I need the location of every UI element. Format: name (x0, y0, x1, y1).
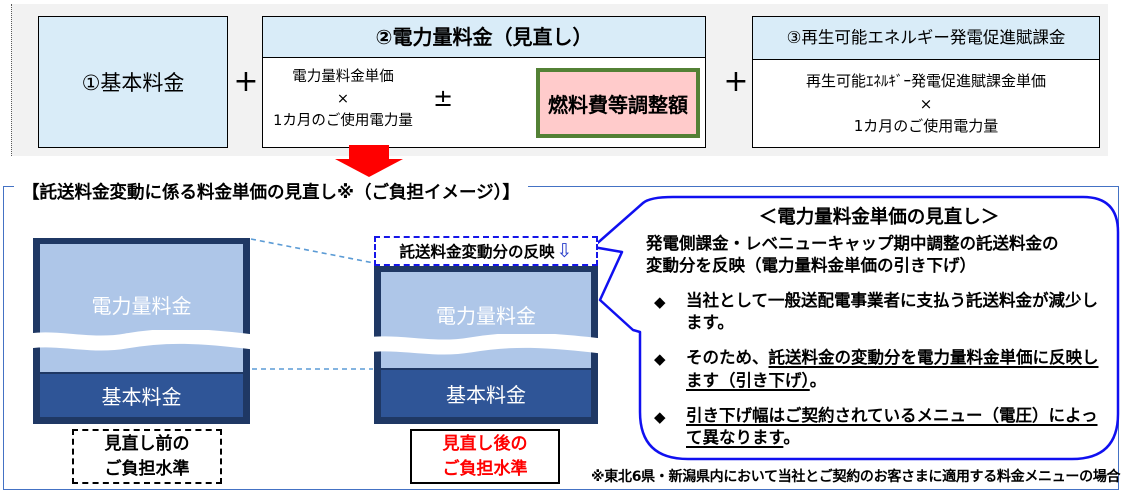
renewable-levy-formula: 再生可能ｴﾈﾙｷﾞｰ発電促進賦課金単価 × 1カ月のご使用電力量 (753, 60, 1099, 148)
callout-bullet-2: ◆ そのため、託送料金の変動分を電力量料金単価に反映します（引き下げ）。 (646, 347, 1112, 393)
red-down-arrow-head-icon (335, 159, 403, 177)
renewable-levy-box: ③再生可能エネルギー発電促進賦課金 再生可能ｴﾈﾙｷﾞｰ発電促進賦課金単価 × … (752, 16, 1100, 148)
callout-intro-line1: 発電側課金・レベニューキャップ期中調整の託送料金の (646, 234, 1059, 253)
plus-sign-2: + (723, 64, 749, 99)
multiply-sign-2: × (919, 94, 933, 113)
after-basic-label: 基本料金 (446, 383, 526, 407)
fuel-adjustment-box: 燃料費等調整額 (536, 68, 700, 138)
after-bar: 電力量料金 基本料金 (374, 266, 598, 424)
bullet-3-underlined: 引き下げ幅はご契約されているメニュー（電圧）によって異なります (686, 405, 1098, 448)
bullet-2-pre: そのため、 (686, 348, 769, 368)
bullet-2-text: そのため、託送料金の変動分を電力量料金単価に反映します（引き下げ）。 (686, 347, 1112, 393)
transmission-change-tag: 託送料金変動分の反映 ⇩ (374, 236, 598, 266)
before-basic-segment: 基本料金 (40, 374, 243, 417)
callout-title: ＜電力量料金単価の見直し＞ (758, 207, 1000, 228)
after-energy-segment: 電力量料金 (381, 272, 591, 368)
callout-bullets: ◆ 当社として一般送配電事業者に支払う託送料金が減少します。 ◆ そのため、託送… (646, 290, 1112, 451)
before-basic-label: 基本料金 (101, 385, 182, 409)
diamond-bullet-icon: ◆ (654, 350, 666, 369)
renewable-line1: 再生可能ｴﾈﾙｷﾞｰ発電促進賦課金単価 (805, 72, 1046, 91)
callout-intro-line2: 変動分を反映（電力量料金単価の引き下げ） (646, 256, 976, 276)
plus-minus-sign: ± (433, 84, 454, 112)
before-caption-box: 見直し前の ご負担水準 (72, 429, 222, 484)
bullet-3-post: 。 (783, 428, 800, 448)
energy-unit-price-formula: 電力量料金単価 × 1カ月のご使用電力量 (263, 67, 423, 132)
before-bar: 電力量料金 基本料金 (33, 238, 250, 424)
energy-fee-body: 電力量料金単価 × 1カ月のご使用電力量 ± 燃料費等調整額 (263, 58, 705, 148)
revision-section-heading: 【託送料金変動に係る料金単価の見直し※（ご負担イメージ）】 (14, 178, 528, 208)
after-energy-label: 電力量料金 (436, 304, 536, 328)
after-caption-line2: ご負担水準 (442, 458, 528, 479)
bullet-1-text: 当社として一般送配電事業者に支払う託送料金が減少します。 (686, 290, 1112, 336)
callout-bullet-1: ◆ 当社として一般送配電事業者に支払う託送料金が減少します。 (646, 290, 1112, 336)
fuel-adjustment-label: 燃料費等調整額 (548, 92, 688, 117)
renewable-line3: 1カ月のご使用電力量 (853, 117, 999, 136)
after-caption-box: 見直し後の ご負担水準 (410, 429, 560, 484)
down-white-arrow-icon: ⇩ (556, 239, 573, 262)
unit-price-line3: 1カ月のご使用電力量 (273, 112, 413, 129)
basic-fee-box: ①基本料金 (38, 16, 228, 148)
footnote: ※東北6県・新潟県内において当社とご契約のお客さまに適用する料金メニューの場合 (591, 469, 1121, 485)
before-caption-line1: 見直し前の (104, 433, 190, 454)
basic-fee-label: ①基本料金 (81, 71, 185, 95)
unit-price-line1: 電力量料金単価 (292, 69, 394, 85)
bullet-1-pre: 当社として一般送配電事業者に支払う託送料金が減少します。 (686, 290, 1099, 333)
before-energy-segment: 電力量料金 (40, 244, 243, 372)
diamond-bullet-icon: ◆ (654, 407, 666, 426)
energy-fee-title: ②電力量料金（見直し） (263, 17, 705, 58)
energy-fee-box: ②電力量料金（見直し） 電力量料金単価 × 1カ月のご使用電力量 ± 燃料費等調… (262, 16, 706, 148)
bullet-2-post: 。 (809, 370, 827, 390)
bullet-3-text: 引き下げ幅はご契約されているメニュー（電圧）によって異なります。 (686, 405, 1112, 451)
after-basic-segment: 基本料金 (381, 370, 591, 417)
multiply-sign: × (336, 90, 350, 107)
renewable-levy-title: ③再生可能エネルギー発電促進賦課金 (753, 17, 1099, 60)
after-caption-line1: 見直し後の (442, 433, 528, 454)
callout-bullet-3: ◆ 引き下げ幅はご契約されているメニュー（電圧）によって異なります。 (646, 405, 1112, 451)
callout-content: ＜電力量料金単価の見直し＞ 発電側課金・レベニューキャップ期中調整の託送料金の … (646, 203, 1112, 450)
plus-sign-1: + (233, 64, 259, 99)
red-down-arrow-icon (349, 145, 389, 160)
before-energy-label: 電力量料金 (91, 294, 192, 318)
transmission-change-tag-label: 託送料金変動分の反映 (399, 243, 555, 261)
before-caption-line2: ご負担水準 (104, 458, 190, 479)
diamond-bullet-icon: ◆ (654, 292, 666, 311)
